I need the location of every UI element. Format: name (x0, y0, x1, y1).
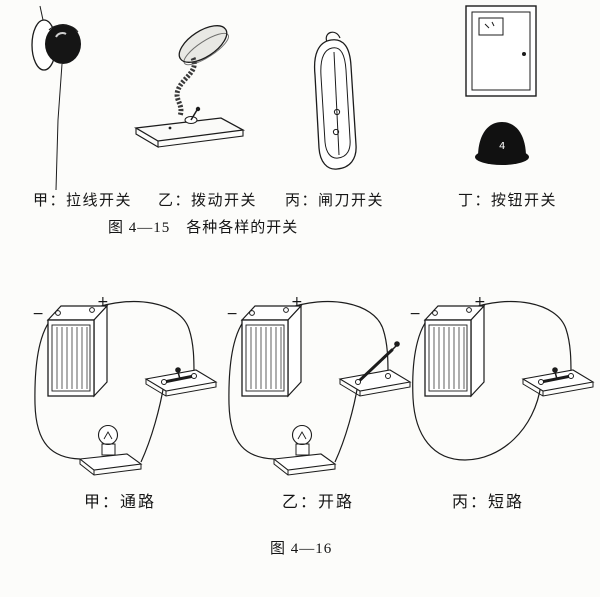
figure-4-16-artwork: − + − + (32, 294, 594, 476)
pull-cord-switch-illustration (31, 5, 81, 191)
battery-plus-sign: + (97, 294, 109, 310)
toggle-knob (195, 106, 201, 112)
wire-bulb-to-battery (228, 313, 275, 460)
wire-battery-to-switch (285, 300, 389, 375)
battery-minus-sign: − (226, 306, 238, 322)
wire-battery-to-switch (468, 300, 572, 375)
bulb-illustration (79, 424, 142, 476)
bell-mark: 4 (499, 141, 505, 152)
switch-label-jia: 甲：拉线开关 (33, 193, 133, 209)
switch-lever-closed (539, 374, 573, 384)
switch-label-yi: 乙：拨动开关 (158, 193, 258, 209)
circuit-label-bing: 丙：短路 (452, 494, 525, 511)
battery-minus-sign: − (409, 306, 421, 322)
switch-board-illustration (339, 369, 411, 397)
wire-battery-to-switch (91, 300, 195, 375)
bell-dome (478, 122, 526, 157)
battery-plus-sign: + (474, 294, 486, 310)
door-button (522, 52, 526, 56)
circuit-open-illustration: − + (226, 294, 411, 476)
bulb-illustration (273, 424, 336, 476)
battery-illustration (47, 305, 108, 397)
wire-switch-to-bulb (334, 383, 359, 463)
battery-illustration (424, 305, 485, 397)
switch-lever-closed (162, 374, 196, 384)
switch-knob (45, 24, 81, 64)
switch-label-bing: 丙：闸刀开关 (285, 193, 385, 209)
toggle-switch-lamp-illustration (134, 25, 246, 148)
figure-4-16-caption: 图 4—16 (270, 541, 333, 557)
knife-switch-illustration (313, 31, 357, 170)
wire-short-circuit (412, 313, 542, 461)
pull-cord (55, 63, 63, 191)
push-button-switch-illustration: 4 (465, 5, 537, 165)
switch-board-illustration (145, 369, 217, 397)
circuit-label-yi: 乙：开路 (282, 494, 355, 511)
wire-bulb-to-battery (34, 313, 81, 460)
battery-illustration (241, 305, 302, 397)
figure-4-15-caption: 图 4—15 各种各样的开关 (108, 220, 299, 236)
knife-blade (333, 51, 340, 156)
switch-lever-open (356, 348, 394, 384)
figure-4-15-artwork: 4 (31, 5, 537, 191)
battery-plus-sign: + (291, 294, 303, 310)
lamp-gooseneck (174, 57, 197, 117)
door-panel (465, 5, 537, 97)
switch-label-ding: 丁：按钮开关 (458, 193, 558, 209)
wire-switch-to-bulb (140, 383, 165, 463)
battery-minus-sign: − (32, 306, 44, 322)
circuit-short-illustration: − + (409, 294, 594, 461)
circuit-label-jia: 甲：通路 (84, 494, 157, 511)
switch-board-illustration (522, 369, 594, 397)
circuit-closed-illustration: − + (32, 294, 217, 476)
lamp-shade (178, 25, 228, 63)
